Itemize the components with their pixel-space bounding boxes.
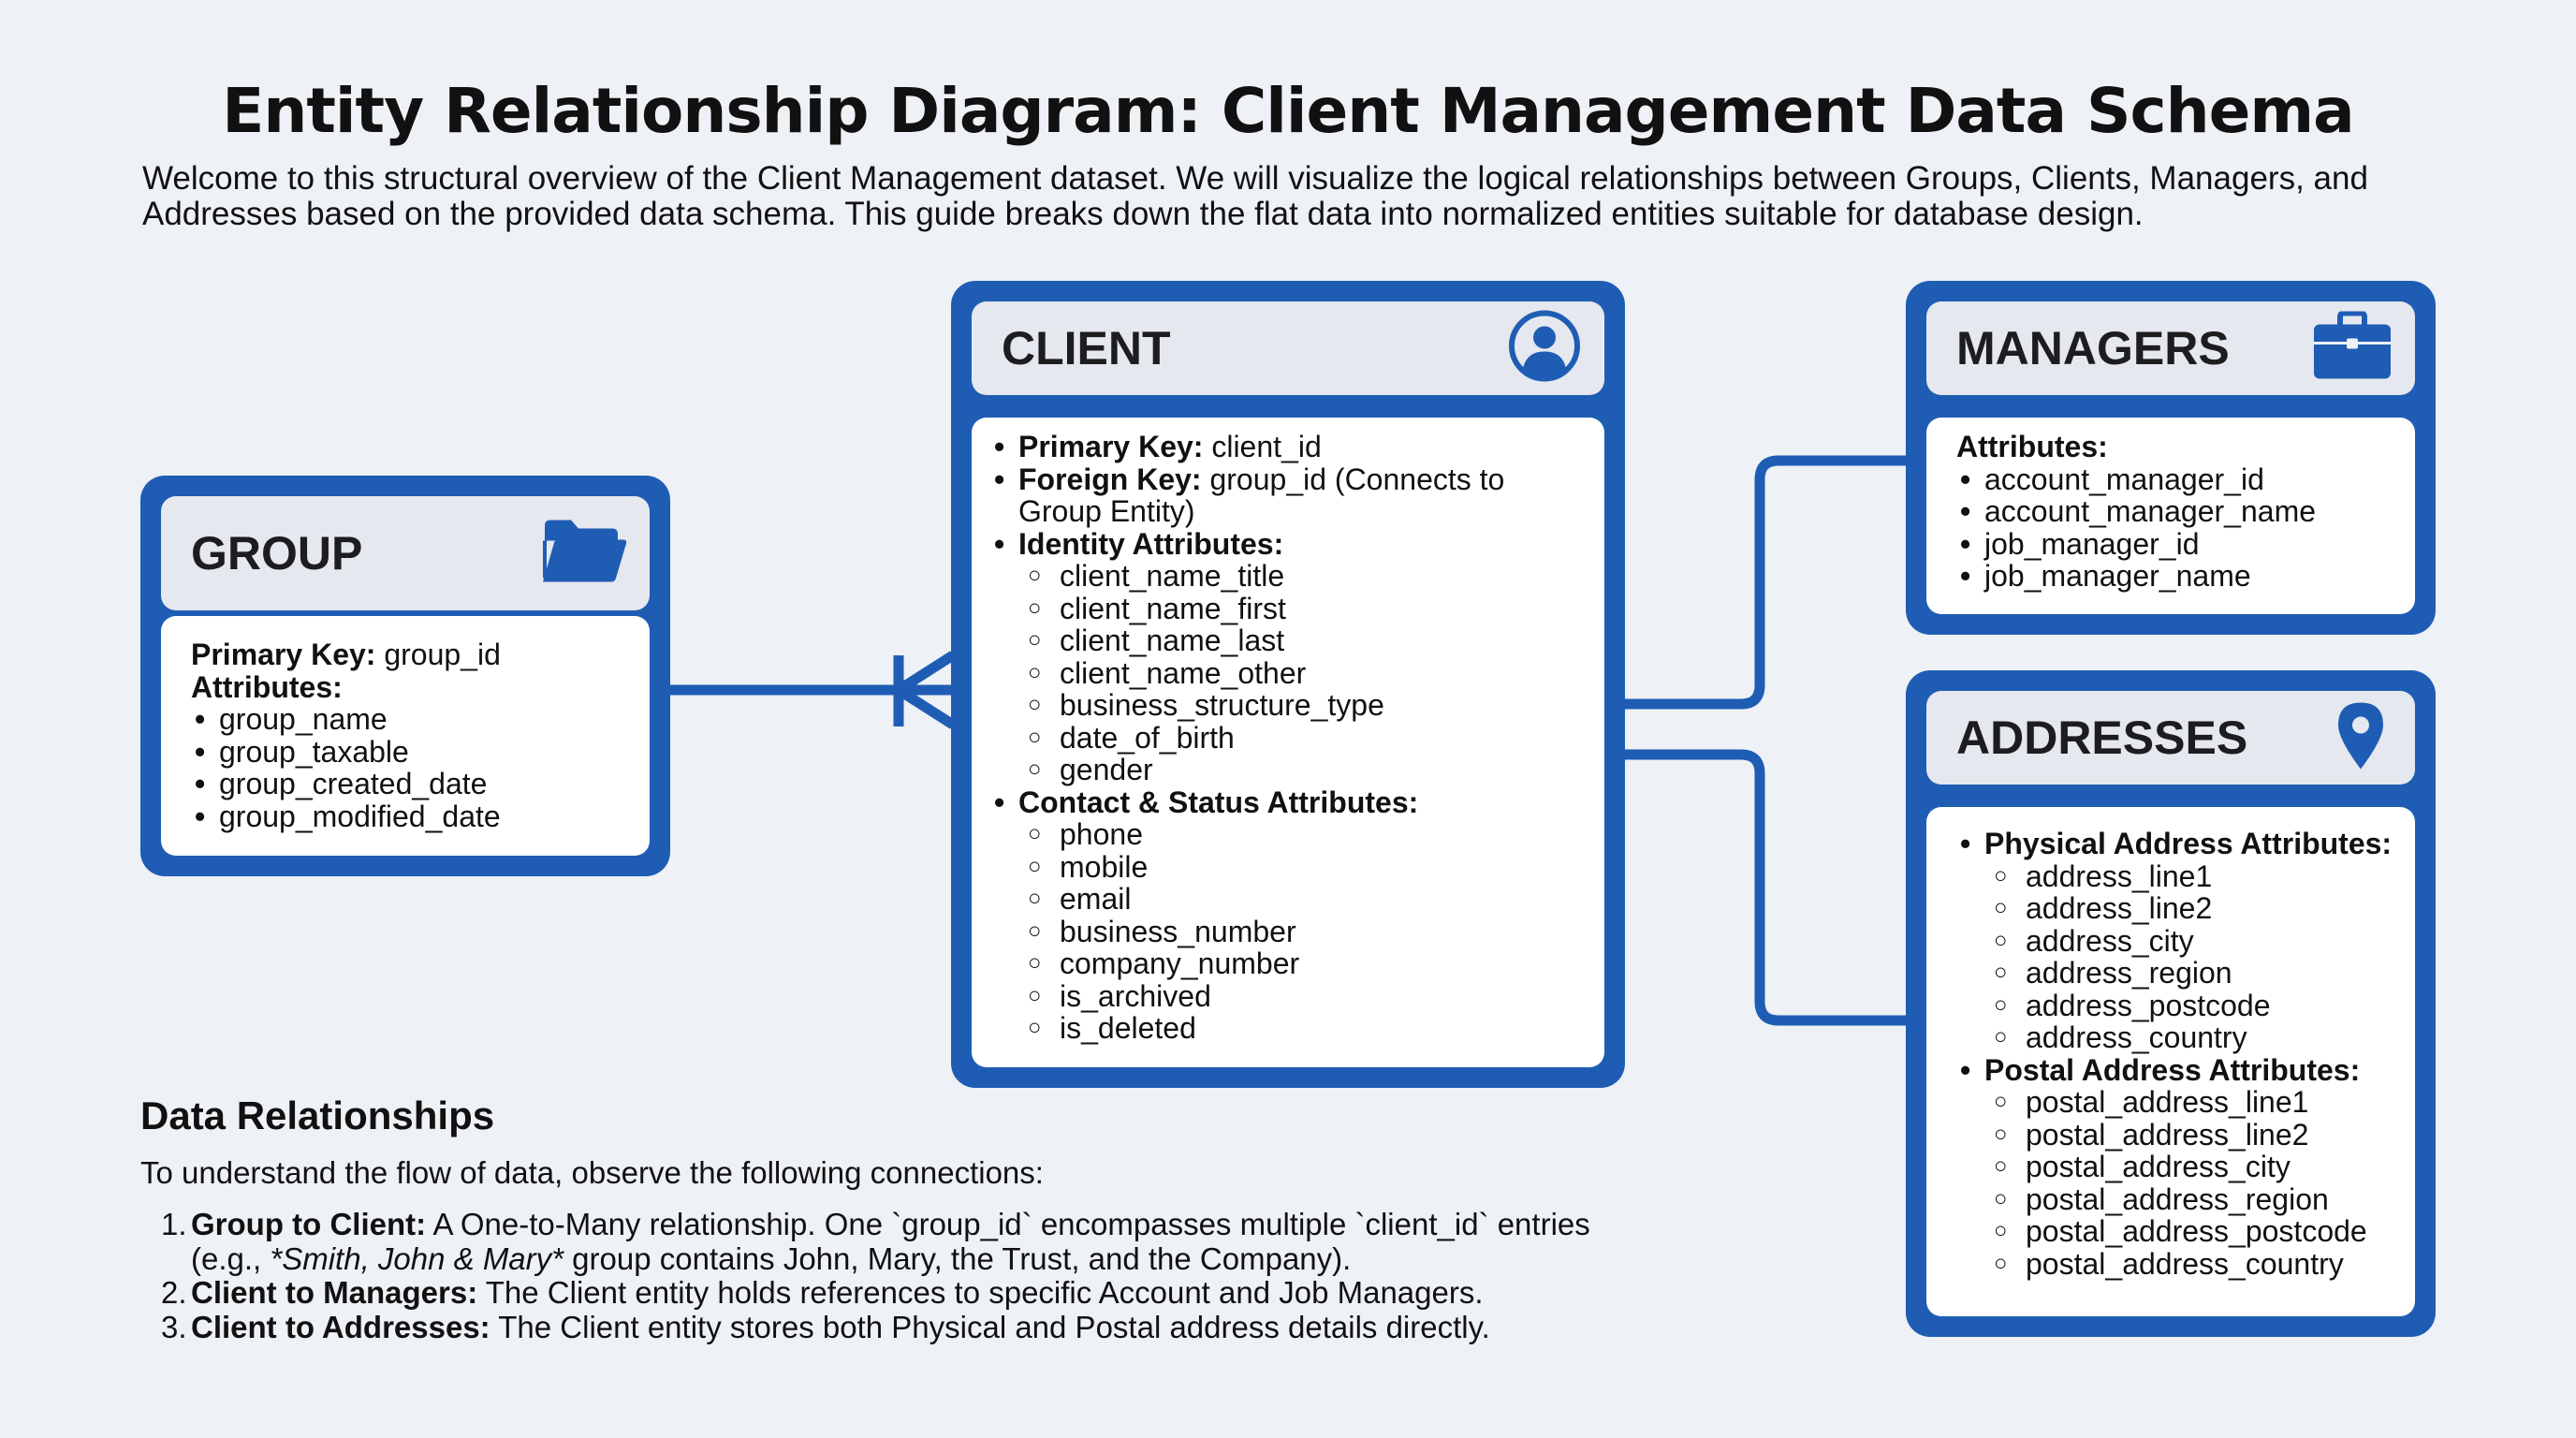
briefcase-icon [2312, 310, 2393, 386]
postal-address-attribute: postal_address_city [1956, 1151, 2415, 1183]
managers-attribute: account_manager_name [1956, 495, 2415, 528]
relationship-text: The Client entity holds references to sp… [477, 1275, 1484, 1310]
client-contact-attribute: is_archived [990, 979, 1589, 1013]
group-title: GROUP [191, 527, 363, 580]
crows-foot-lower [896, 685, 956, 729]
group-pk-value: group_id [384, 638, 501, 671]
relationship-number: 1. [161, 1207, 187, 1241]
managers-entity: MANAGERS Attributes: account_manager_id … [1906, 281, 2436, 635]
addresses-body: Physical Address Attributes: address_lin… [1926, 807, 2415, 1316]
postal-address-attribute: postal_address_region [1956, 1182, 2415, 1216]
relationship-number: 2. [161, 1275, 187, 1310]
client-attribute-list: Primary Key: client_id Foreign Key: grou… [990, 431, 1589, 1045]
client-identity-attribute: gender [990, 754, 1589, 786]
relationships-intro: To understand the flow of data, observe … [140, 1155, 1044, 1190]
physical-address-attribute: address_line1 [1956, 859, 2415, 893]
client-identity-attribute: client_name_last [990, 624, 1589, 657]
managers-attribute-list: account_manager_id account_manager_name … [1956, 462, 2415, 593]
client-contact-label: Contact & Status Attributes: [990, 785, 1589, 819]
group-header: GROUP [161, 496, 650, 610]
physical-address-attribute: address_region [1956, 957, 2415, 990]
client-fk: Foreign Key: group_id (Connects to Group… [990, 462, 1589, 528]
relationship-label: Client to Addresses: [191, 1309, 490, 1344]
client-body: Primary Key: client_id Foreign Key: grou… [972, 418, 1604, 1067]
group-body: Primary Key: group_id Attributes: group_… [161, 616, 650, 856]
client-contact-attribute: company_number [990, 947, 1589, 980]
postal-address-attribute: postal_address_line2 [1956, 1118, 2415, 1152]
client-identity-attribute: client_name_title [990, 560, 1589, 593]
managers-attribute: job_manager_name [1956, 560, 2415, 593]
physical-address-label: Physical Address Attributes: [1956, 828, 2415, 860]
user-icon [1507, 309, 1582, 389]
client-pk-value: client_id [1211, 430, 1322, 463]
client-fk-value: group_id (Connects to Group Entity) [1018, 462, 1505, 528]
relationship-item: 1.Group to Client: A One-to-Many relatio… [140, 1207, 1601, 1276]
group-attribute-list: group_name group_taxable group_created_d… [191, 703, 650, 832]
postal-address-attribute: postal_address_postcode [1956, 1215, 2415, 1248]
managers-body: Attributes: account_manager_id account_m… [1926, 418, 2415, 614]
relationships-list: 1.Group to Client: A One-to-Many relatio… [140, 1207, 1601, 1345]
client-pk-label: Primary Key: [1018, 430, 1204, 463]
relationship-label: Group to Client: [191, 1207, 427, 1241]
group-attribute: group_name [191, 703, 650, 736]
managers-attrs-label: Attributes: [1956, 430, 2108, 463]
page-title: Entity Relationship Diagram: Client Mana… [222, 75, 2354, 147]
client-contact-attribute: phone [990, 818, 1589, 851]
physical-address-attribute: address_city [1956, 924, 2415, 958]
client-identity-attribute: business_structure_type [990, 689, 1589, 722]
client-contact-attribute: business_number [990, 915, 1589, 948]
group-entity: GROUP Primary Key: group_id Attributes: … [140, 476, 670, 876]
relationship-item: 3.Client to Addresses: The Client entity… [140, 1309, 1601, 1345]
client-identity-attribute: client_name_other [990, 656, 1589, 690]
crows-foot-upper [896, 651, 956, 695]
client-identity-label: Identity Attributes: [990, 527, 1589, 561]
relationship-item: 2.Client to Managers: The Client entity … [140, 1275, 1601, 1311]
client-contact-attribute: mobile [990, 850, 1589, 884]
physical-address-attribute: address_country [1956, 1021, 2415, 1054]
physical-address-attribute: address_line2 [1956, 892, 2415, 925]
client-header: CLIENT [972, 301, 1604, 395]
relationship-text: group contains John, Mary, the Trust, an… [564, 1240, 1352, 1276]
client-contact-attribute: email [990, 883, 1589, 916]
managers-attribute: account_manager_id [1956, 462, 2415, 496]
group-attribute: group_taxable [191, 735, 650, 769]
client-pk: Primary Key: client_id [990, 431, 1589, 463]
group-attribute: group_created_date [191, 768, 650, 800]
postal-address-attribute: postal_address_country [1956, 1247, 2415, 1281]
addresses-header: ADDRESSES [1926, 691, 2415, 785]
postal-address-attribute: postal_address_line1 [1956, 1086, 2415, 1119]
client-identity-attribute: date_of_birth [990, 721, 1589, 755]
managers-attribute: job_manager_id [1956, 527, 2415, 561]
relationship-text: A One-to-Many relationship. One `group_i… [191, 1207, 1590, 1276]
relationship-emphasis: *Smith, John & Mary* [270, 1240, 564, 1276]
client-managers-connector [1623, 455, 1910, 710]
location-pin-icon [2334, 700, 2387, 776]
client-identity-attribute: client_name_first [990, 592, 1589, 625]
postal-address-label: Postal Address Attributes: [1956, 1053, 2415, 1087]
client-contact-attribute: is_deleted [990, 1012, 1589, 1045]
group-attrs-label: Attributes: [191, 669, 343, 704]
relationship-label: Client to Managers: [191, 1275, 478, 1310]
client-fk-label: Foreign Key: [1018, 462, 1202, 496]
client-title: CLIENT [1002, 322, 1171, 374]
managers-title: MANAGERS [1956, 322, 2230, 374]
addresses-entity: ADDRESSES Physical Address Attributes: a… [1906, 670, 2436, 1337]
group-pk-label: Primary Key: [191, 638, 376, 671]
client-addresses-connector [1623, 749, 1910, 1026]
group-attribute: group_modified_date [191, 800, 650, 833]
addresses-attribute-list: Physical Address Attributes: address_lin… [1956, 828, 2415, 1280]
relationship-number: 3. [161, 1309, 187, 1344]
relationships-heading: Data Relationships [140, 1093, 495, 1137]
intro-paragraph: Welcome to this structural overview of t… [142, 160, 2368, 232]
physical-address-attribute: address_postcode [1956, 989, 2415, 1022]
folder-icon [541, 517, 627, 591]
addresses-title: ADDRESSES [1956, 712, 2248, 764]
relationship-text: The Client entity stores both Physical a… [490, 1309, 1490, 1344]
managers-header: MANAGERS [1926, 301, 2415, 395]
client-entity: CLIENT Primary Key: client_id Foreign Ke… [951, 281, 1625, 1088]
